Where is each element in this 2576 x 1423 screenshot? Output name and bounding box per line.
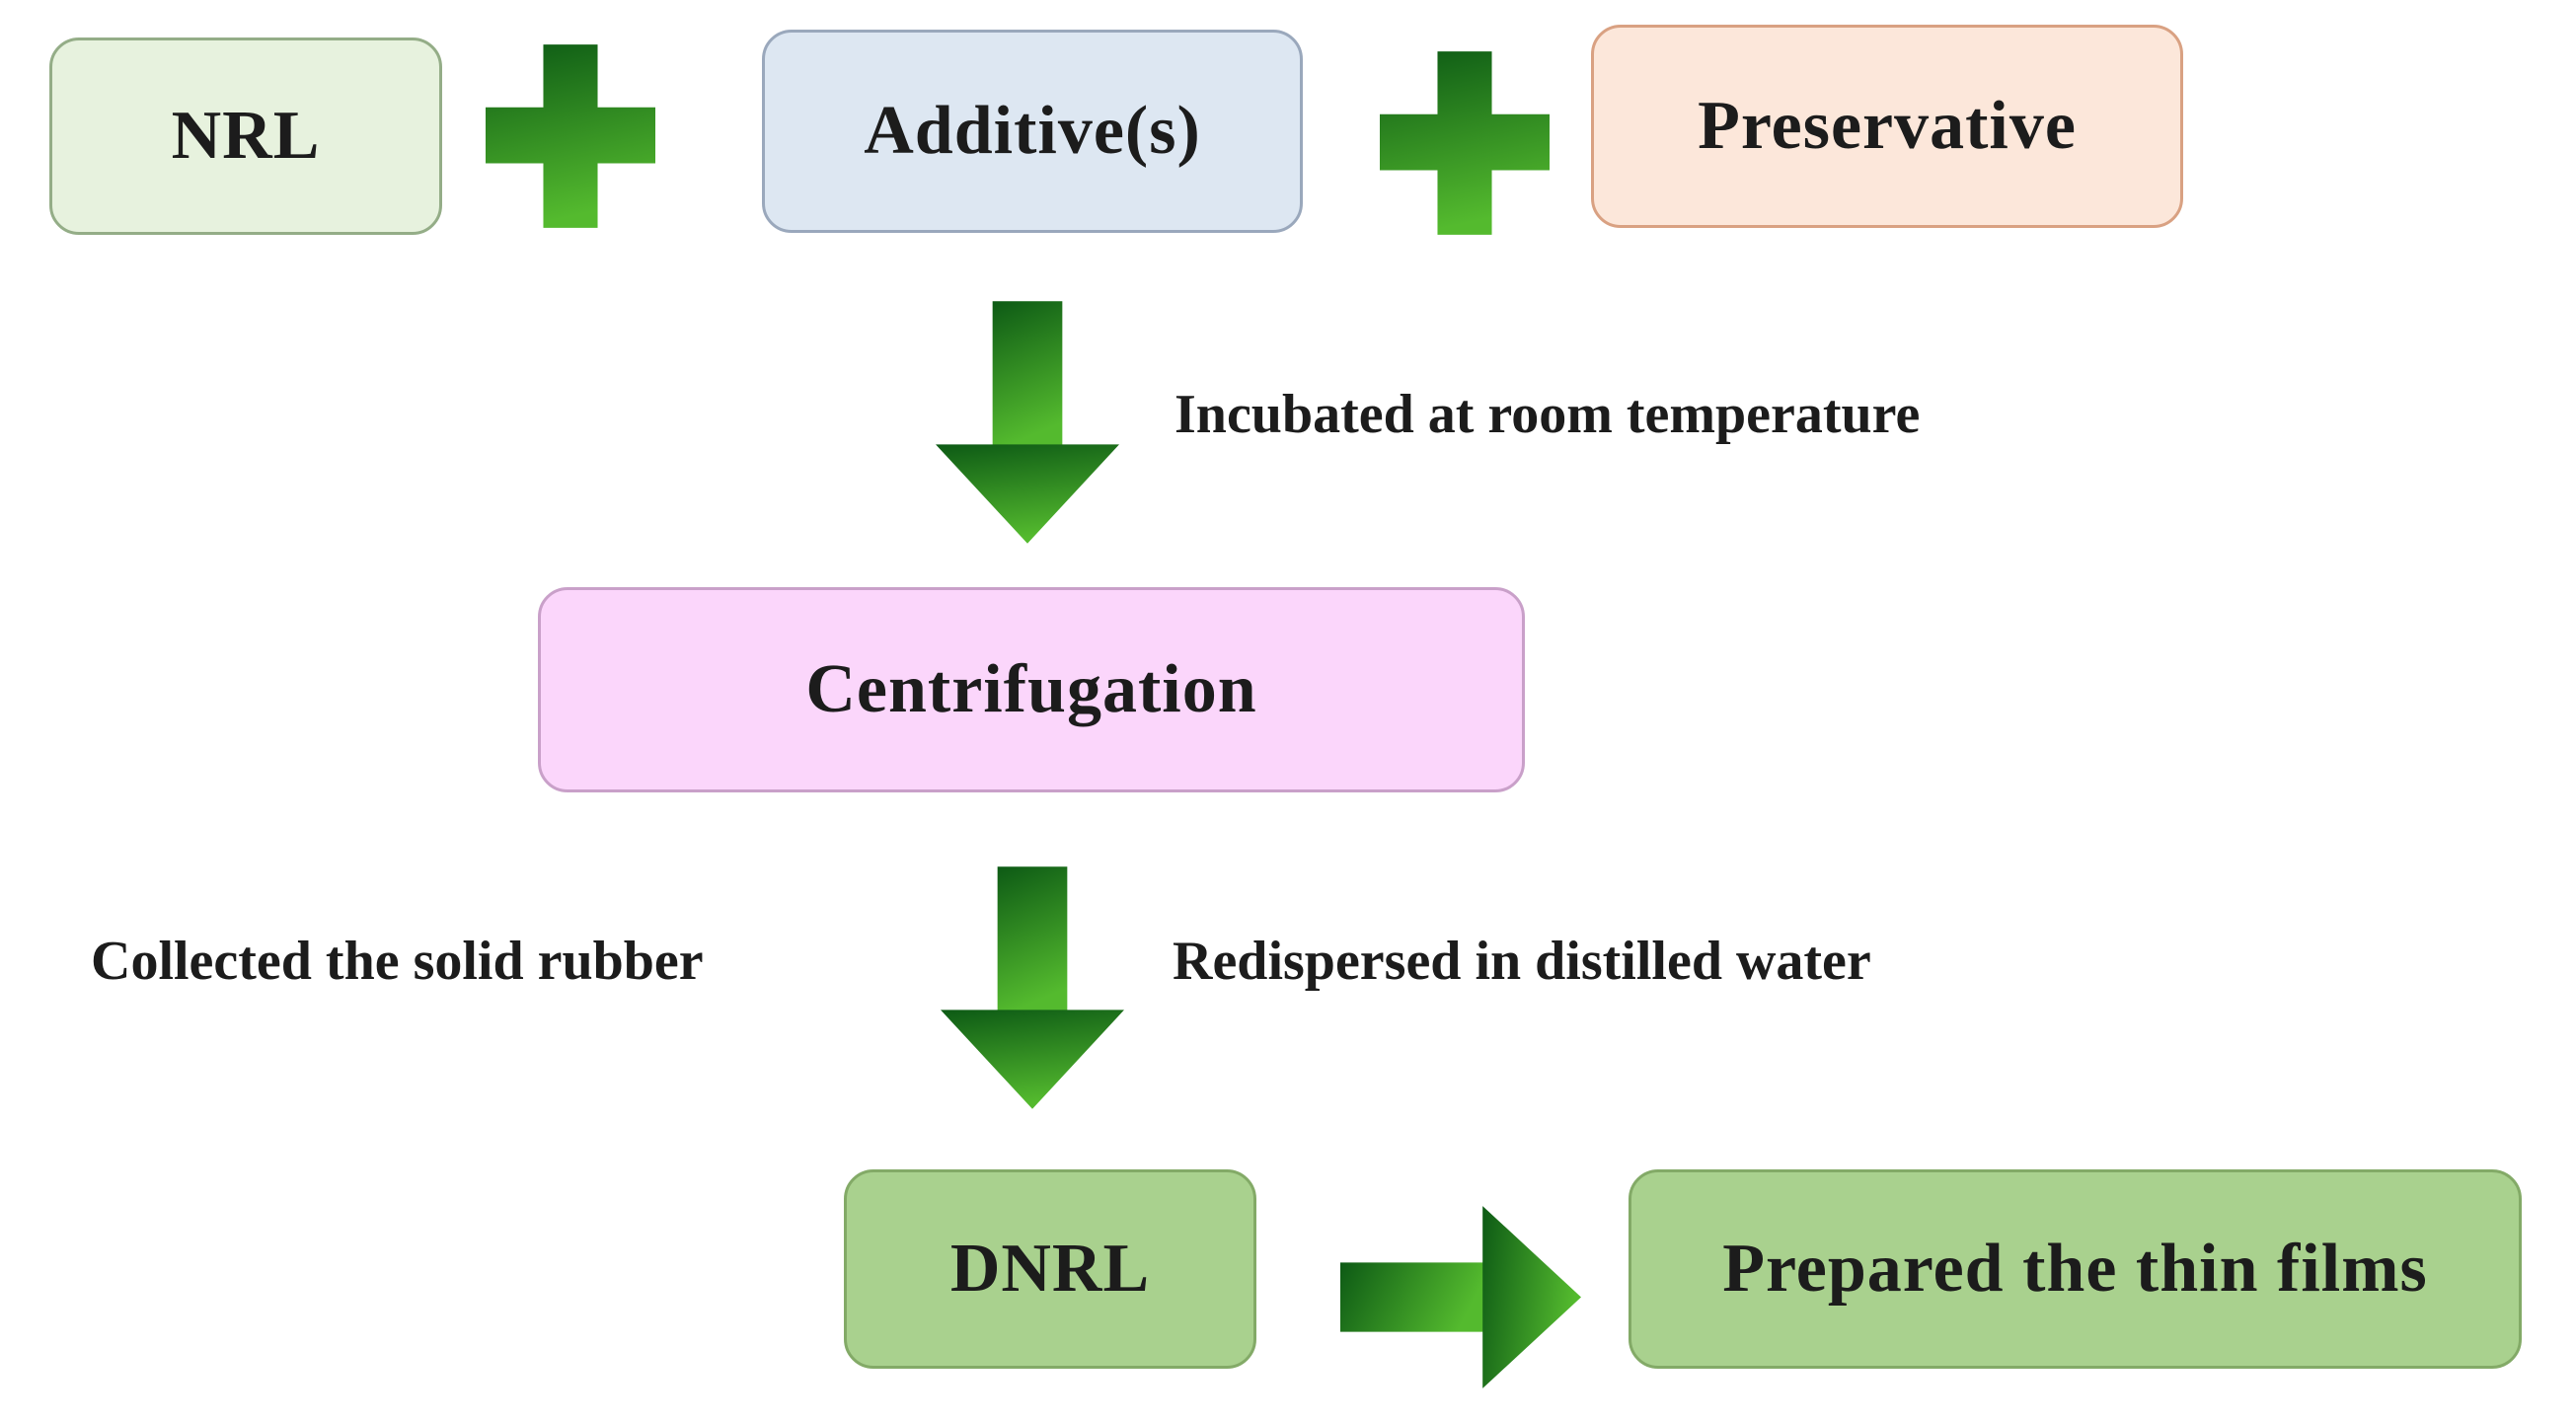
node-nrl: NRL [49, 37, 442, 235]
arrow-down-icon [936, 301, 1119, 544]
node-preservative: Preservative [1591, 25, 2183, 228]
annotation-redispersed: Redispersed in distilled water [1173, 931, 1871, 992]
node-additives: Additive(s) [762, 30, 1303, 233]
node-prepared-thin-films: Prepared the thin films [1629, 1169, 2522, 1369]
node-additives-label: Additive(s) [864, 93, 1201, 169]
plus-icon [1380, 51, 1550, 235]
arrow-down-icon [941, 866, 1124, 1109]
node-dnrl: DNRL [844, 1169, 1256, 1369]
node-nrl-label: NRL [171, 98, 321, 174]
node-dnrl-label: DNRL [949, 1231, 1151, 1307]
plus-icon [486, 44, 655, 228]
annotation-collected: Collected the solid rubber [91, 931, 704, 992]
annotation-incubated: Incubated at room temperature [1174, 384, 1921, 445]
node-centrifugation: Centrifugation [538, 587, 1525, 792]
arrow-right-icon [1340, 1206, 1581, 1388]
node-preservative-label: Preservative [1698, 88, 2077, 164]
node-centrifugation-label: Centrifugation [805, 651, 1257, 727]
node-prepared-thin-films-label: Prepared the thin films [1722, 1231, 2428, 1307]
